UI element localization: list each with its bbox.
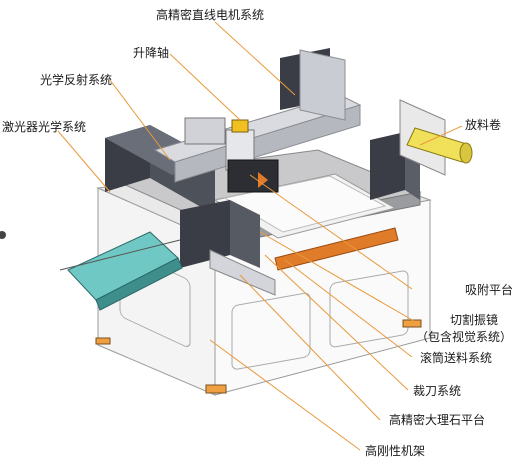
label-marble-platform: 高精密大理石平台	[389, 413, 486, 427]
label-roller-feed: 滚筒送料系统	[420, 351, 493, 365]
label-laser-optics: 激光器光学系统	[2, 120, 87, 134]
output-tray	[59, 231, 183, 311]
label-linear-motor: 高精密直线电机系统	[156, 8, 265, 22]
galvo-head	[184, 117, 279, 193]
label-galvo-subtitle: （包含视觉系统）	[416, 330, 513, 344]
label-galvo: 切割振镜	[450, 313, 499, 327]
front-module	[180, 200, 276, 296]
leader-lines	[57, 21, 463, 451]
label-rigid-frame: 高刚性机架	[365, 444, 426, 458]
label-cutter: 裁刀系统	[413, 384, 462, 398]
label-lift-axis: 升降轴	[133, 46, 170, 60]
label-vacuum-platform: 吸附平台	[465, 283, 514, 297]
side-hook	[0, 231, 6, 239]
label-unwind-roll: 放料卷	[465, 118, 502, 132]
label-optical-reflection: 光学反射系统	[40, 73, 113, 87]
unwind-roll	[399, 99, 473, 176]
gantry-beam	[153, 49, 362, 183]
